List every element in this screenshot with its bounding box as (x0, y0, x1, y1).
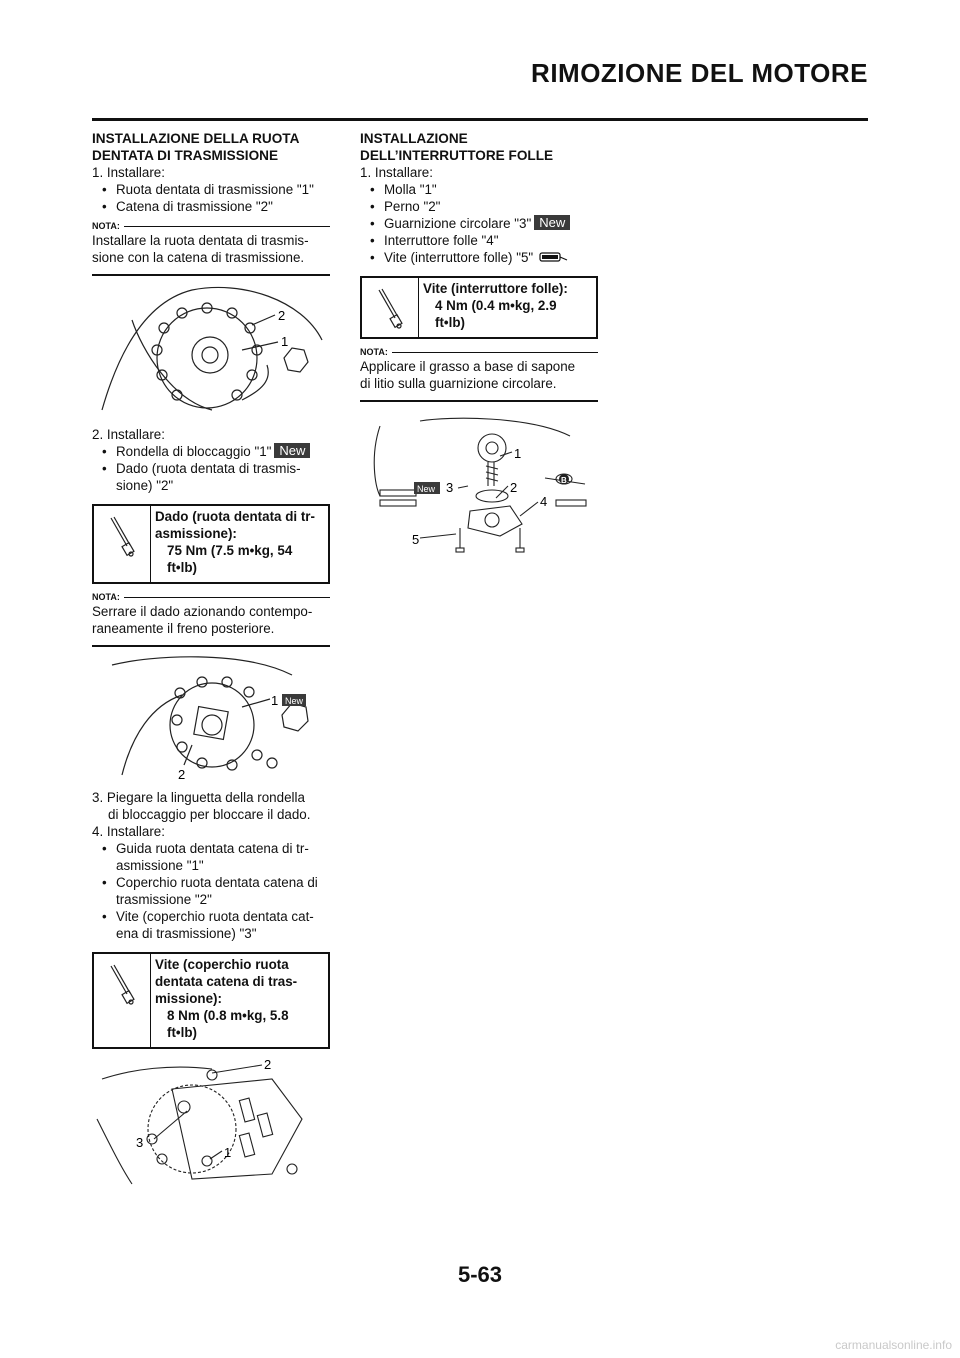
callout-3: 3 (136, 1135, 143, 1150)
header-rule (92, 118, 868, 121)
chain-links (171, 676, 278, 771)
callout-1: 1 (514, 446, 521, 461)
torque-wrench-icon (94, 954, 151, 1047)
new-badge: New (417, 484, 436, 494)
chain-links (151, 302, 263, 401)
bullet-item: Guarnizione circolare "3"New (360, 215, 598, 232)
note-1: NOTA: Installare la ruota dentata di tra… (92, 221, 330, 276)
new-badge: New (285, 696, 304, 706)
callout-1: 1 (224, 1145, 231, 1160)
note-2: NOTA: Serrare il dado azionando contempo… (92, 592, 330, 647)
bullet-item: Dado (ruota dentata di trasmis-sione) "2… (92, 460, 330, 494)
left-column: INSTALLAZIONE DELLA RUOTA DENTATA DI TRA… (92, 130, 330, 1189)
grease-icon: B (561, 476, 567, 485)
torque-wrench-icon (94, 506, 151, 582)
step-1: 1. Installare: (360, 165, 433, 180)
right-column: INSTALLAZIONE DELL’INTERRUTTORE FOLLE 1.… (360, 130, 598, 556)
figure-neutral-switch: 1 2 3 4 5 New B (360, 416, 598, 556)
callout-2: 2 (178, 767, 185, 782)
callout-1: 1 (281, 334, 288, 349)
bullet-item: Interruttore folle "4" (360, 232, 598, 249)
bullet-item: Vite (interruttore folle) "5" (360, 249, 598, 266)
page-title: RIMOZIONE DEL MOTORE (531, 58, 868, 88)
watermark: carmanualsonline.info (835, 1338, 952, 1352)
step-2: 2. Installare: (92, 427, 165, 442)
bullet-item: Ruota dentata di trasmissione "1" (92, 181, 330, 198)
callout-4: 4 (540, 494, 547, 509)
bullet-item: Vite (coperchio ruota dentata cat-ena di… (92, 908, 330, 942)
torque-box-2: Vite (coperchio ruota dentata catena di … (92, 952, 330, 1049)
callout-2: 2 (510, 480, 517, 495)
callout-2: 2 (264, 1059, 271, 1072)
note-3: NOTA: Applicare il grasso a base di sapo… (360, 347, 598, 402)
callout-1: 1 (271, 693, 278, 708)
bullet-item: Catena di trasmissione "2" (92, 198, 330, 215)
new-badge: New (274, 443, 311, 458)
new-badge: New (534, 215, 571, 230)
step-4: 4. Installare: (92, 824, 165, 839)
torque-box-1: Dado (ruota dentata di tr- asmissione): … (92, 504, 330, 584)
bullet-item: Rondella di bloccaggio "1"New (92, 443, 330, 460)
section-title-sprocket: INSTALLAZIONE DELLA RUOTA DENTATA DI TRA… (92, 131, 300, 163)
section-title-neutral-switch: INSTALLAZIONE DELL’INTERRUTTORE FOLLE (360, 131, 554, 163)
torque-box-3: Vite (interruttore folle): 4 Nm (0.4 m•k… (360, 276, 598, 339)
bullet-item: Coperchio ruota dentata catena ditrasmis… (92, 874, 330, 908)
callout-3: 3 (446, 480, 453, 495)
step-1: 1. Installare: (92, 165, 165, 180)
callout-5: 5 (412, 532, 419, 547)
figure-sprocket-cover: 2 3 1 (92, 1057, 330, 1189)
bullet-item: Molla "1" (360, 181, 598, 198)
torque-wrench-icon (362, 278, 419, 337)
page-number: 5-63 (457, 1262, 503, 1287)
note-label: NOTA: (92, 221, 330, 231)
bullet-item: Guida ruota dentata catena di tr-asmissi… (92, 840, 330, 874)
step-3: 3. Piegare la linguetta della rondella d… (92, 790, 311, 822)
figure-sprocket-chain: 2 1 (92, 280, 330, 420)
bullet-item: Perno "2" (360, 198, 598, 215)
thread-lock-icon (539, 252, 568, 262)
figure-lock-washer: 1 New 2 (92, 655, 330, 785)
callout-2: 2 (278, 308, 285, 323)
